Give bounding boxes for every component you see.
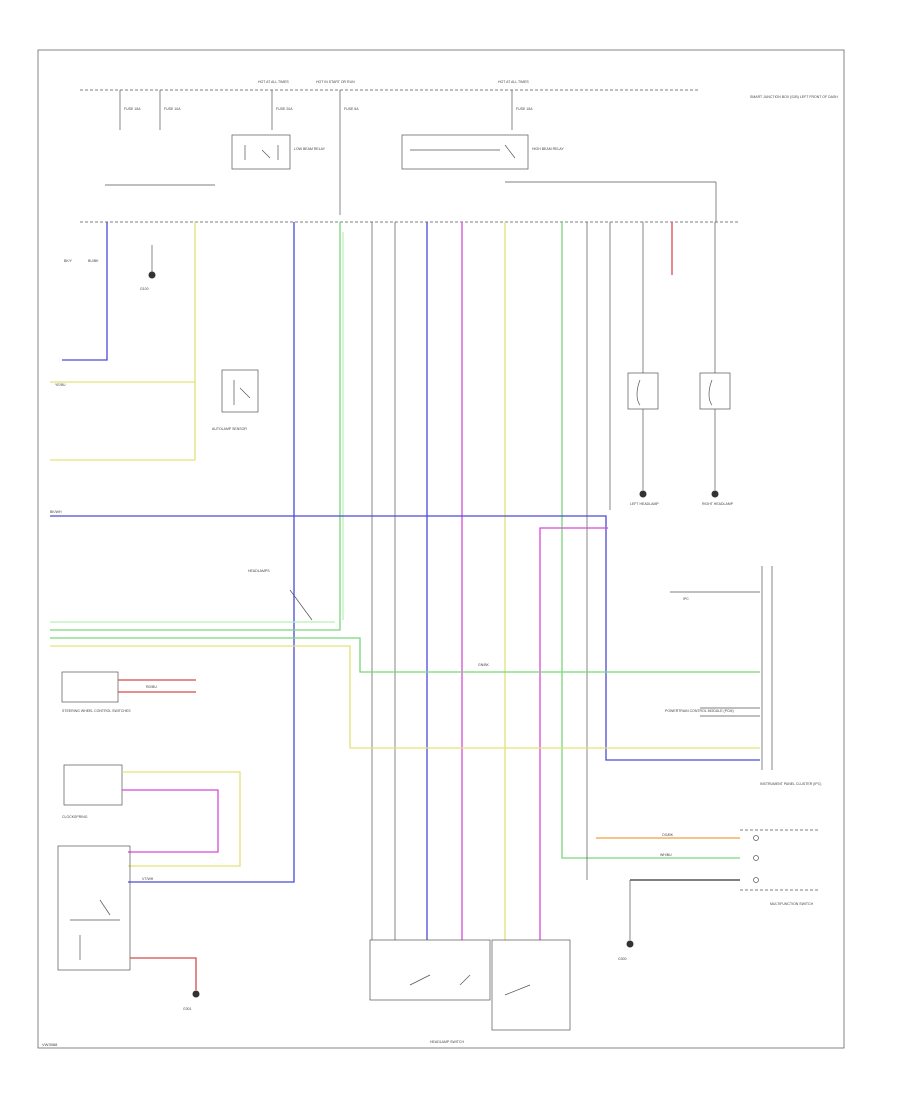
relay-2: HIGH BEAM RELAY — [401, 134, 564, 170]
headlamp-left: LEFT HEADLAMP — [627, 372, 659, 506]
clockspring: CLOCKSPRING — [62, 764, 241, 867]
steering-wheel-controls: STEERING WHEEL CONTROL SWITCHES — [61, 671, 196, 713]
ipc-note-2: POWERTRAIN CONTROL MODULE (PCM) — [665, 709, 734, 713]
wire-code-4: GN/BK — [478, 663, 490, 667]
autolamp-sensor: G301 — [57, 845, 200, 1011]
multifunction-switch: MULTIFUNCTION SWITCH — [740, 829, 820, 906]
wire-blue-left — [62, 222, 108, 361]
ipc-note-1: IPC — [683, 597, 689, 601]
fuse-label-4: FUSE 5A — [344, 107, 359, 111]
ground-1: G100 — [140, 245, 156, 291]
wire-blue-horizontal — [50, 515, 760, 761]
wire-yellow-ipc — [50, 645, 760, 749]
ground-1-label: G100 — [140, 287, 149, 291]
ground-4-label: G300 — [618, 957, 627, 961]
relay-1: LOW BEAM RELAY — [231, 134, 326, 170]
diagram-frame — [37, 49, 845, 1049]
switch-left: AUTOLAMP SENSOR — [212, 369, 259, 431]
wire-code-6: BK/WH — [50, 510, 62, 514]
wire-code-1: BK/Y — [64, 259, 73, 263]
headlamp-switch-label: HEADLAMP SWITCH — [430, 1040, 464, 1044]
label-hot-at-all-times-2: HOT AT ALL TIMES — [498, 80, 529, 84]
ipc-label: INSTRUMENT PANEL CLUSTER (IPC) — [760, 782, 821, 786]
wire-code-2: BU/BK — [88, 259, 99, 263]
clockspring-label: CLOCKSPRING — [62, 815, 88, 819]
relay-2-label: HIGH BEAM RELAY — [532, 147, 564, 151]
fuse-label-2: FUSE 10A — [164, 107, 181, 111]
headlamp-left-label: LEFT HEADLAMP — [630, 502, 659, 506]
ground-5-label: G301 — [183, 1007, 192, 1011]
wire-blue-long — [128, 222, 295, 883]
wire-yellow-left-2 — [50, 382, 196, 461]
wire-code-5: VT/WH — [142, 877, 154, 881]
fuse-label-3: FUSE 20A — [276, 107, 293, 111]
wire-pink-right — [539, 527, 608, 940]
wire-code-3: YE/BU — [55, 383, 66, 387]
fuse-label-5: FUSE 15A — [516, 107, 533, 111]
headlamp-switch: HEADLAMP SWITCH — [369, 939, 571, 1044]
wire-code-8: RD/BU — [146, 685, 157, 689]
headlamp-right-label: RIGHT HEADLAMP — [702, 502, 734, 506]
wire-green-2 — [561, 222, 740, 859]
wire-code-7: WH/BU — [660, 853, 672, 857]
label-hot-at-all-times-1: HOT AT ALL TIMES — [258, 80, 289, 84]
footer-code: VW3988 — [42, 1042, 58, 1047]
fuse-group: FUSE 15A FUSE 10A FUSE 20A FUSE 5A FUSE … — [119, 90, 533, 215]
ground-bottom: G300 — [618, 880, 634, 961]
multifunction-label: MULTIFUNCTION SWITCH — [770, 902, 814, 906]
annotation-connector-note: HEADLAMPS — [248, 569, 270, 573]
switch-left-label: AUTOLAMP SENSOR — [212, 427, 247, 431]
ipc-connector: INSTRUMENT PANEL CLUSTER (IPC) — [760, 566, 821, 786]
relay-1-label: LOW BEAM RELAY — [294, 147, 326, 151]
wire-green-ipc — [50, 637, 760, 673]
wire-green-1 — [50, 222, 341, 631]
label-hot-in-start: HOT IN START OR RUN — [316, 80, 355, 84]
wire-code-9: OG/BK — [662, 833, 674, 837]
steering-wheel-label: STEERING WHEEL CONTROL SWITCHES — [62, 709, 131, 713]
label-smart-junction-box: SMART JUNCTION BOX (SJB) LEFT FRONT OF D… — [750, 95, 838, 99]
fuse-label-1: FUSE 15A — [124, 107, 141, 111]
